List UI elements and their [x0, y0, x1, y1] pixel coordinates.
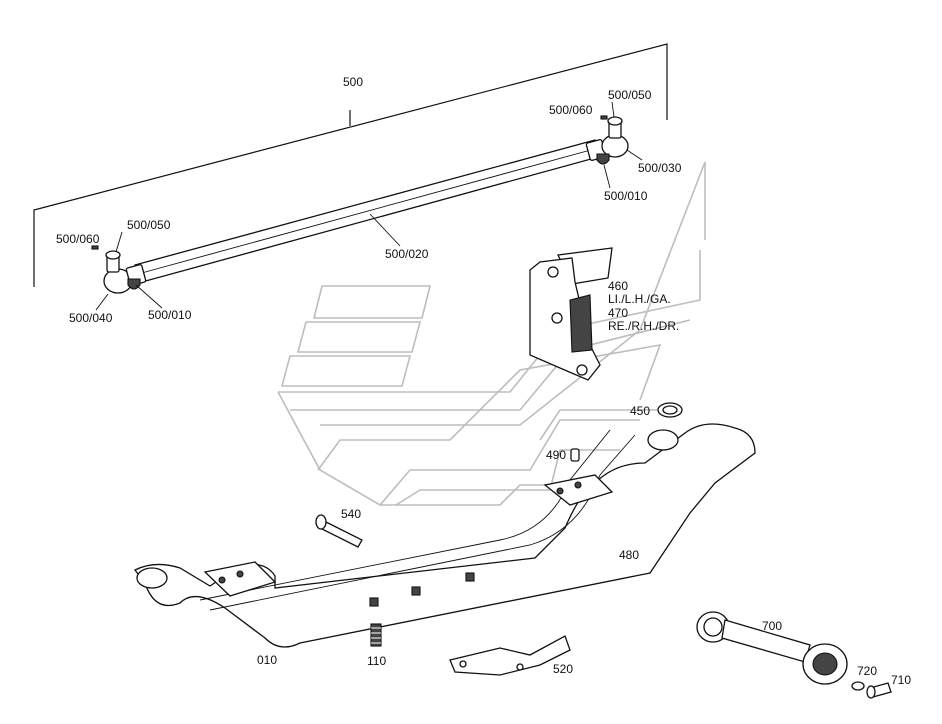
spring-110 — [370, 623, 382, 647]
tie-rod-leaders — [95, 101, 643, 311]
label-500-050-right: 500/050 — [608, 88, 652, 102]
label-540: 540 — [341, 507, 361, 521]
label-470-text: RE./R.H./DR. — [608, 319, 679, 333]
label-490: 490 — [546, 448, 566, 462]
tie-rod-end-right — [585, 116, 629, 165]
label-110: 110 — [367, 654, 386, 668]
bolt-710 — [866, 682, 892, 699]
label-500-010-right: 500/010 — [604, 189, 648, 203]
bracket-460-470 — [529, 247, 613, 381]
label-500-010-left: 500/010 — [148, 308, 192, 322]
tie-rod-bracket-line — [33, 43, 668, 287]
label-520: 520 — [553, 662, 573, 676]
label-010: 010 — [257, 653, 277, 667]
label-500-050-left: 500/050 — [127, 218, 171, 232]
cotter-pin-right — [600, 115, 608, 120]
label-480: 480 — [619, 548, 639, 562]
tie-rod-end-left — [103, 250, 147, 294]
label-460: 460 — [608, 279, 628, 293]
label-470: 470 — [608, 306, 628, 320]
label-700: 700 — [762, 619, 782, 633]
label-500-060-left: 500/060 — [56, 232, 100, 246]
label-500-040: 500/040 — [69, 311, 113, 325]
watermark-logo — [277, 161, 706, 506]
callout-labels: 500 500/060 500/050 500/030 500/010 500/… — [56, 75, 911, 687]
label-460-text: LI./L.H./GA. — [608, 292, 671, 306]
cotter-pin-left — [91, 245, 99, 250]
bushing-490 — [570, 448, 580, 462]
label-500-030: 500/030 — [638, 161, 682, 175]
label-500: 500 — [343, 75, 363, 89]
bracket-520 — [449, 635, 571, 676]
label-500-060-right: 500/060 — [549, 103, 593, 117]
washer-720 — [851, 681, 865, 691]
washer-450 — [657, 402, 683, 418]
bolt-540 — [315, 514, 363, 548]
axle-beam-010 — [134, 423, 756, 648]
label-710: 710 — [891, 673, 911, 687]
label-500-020: 500/020 — [385, 247, 429, 261]
label-450: 450 — [630, 404, 650, 418]
shaft-700 — [696, 611, 848, 685]
tie-rod-tube — [134, 139, 603, 283]
label-720: 720 — [857, 664, 877, 678]
